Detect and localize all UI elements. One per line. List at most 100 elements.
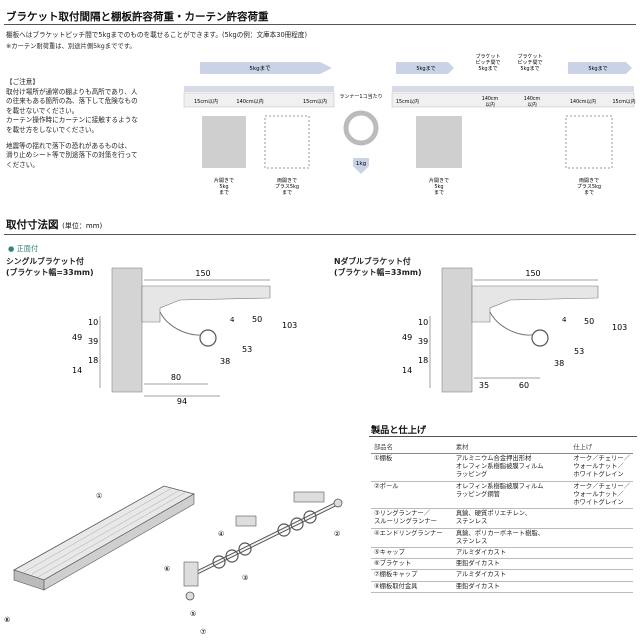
shelf-bar — [392, 86, 634, 92]
callout-8: ⑧ — [4, 616, 10, 624]
load-right-label: プラス5kg — [275, 184, 299, 190]
dim-label: 35 — [479, 381, 489, 390]
table-row: ⑧棚板取付金具 亜鉛ダイカスト — [371, 581, 633, 593]
curtain-right — [264, 115, 310, 169]
curtain-right — [565, 115, 613, 169]
finish-cell: オーク／チェリー／ウォールナット／ホワイトグレイン — [570, 481, 633, 510]
dim-label: 38 — [554, 359, 564, 368]
dim-label: 103 — [282, 321, 297, 330]
finish-cell-line: ウォールナット／ — [573, 490, 624, 498]
callout-6: ⑥ — [164, 565, 170, 573]
load-arrow — [200, 62, 332, 74]
material-cell-line: ラッピング — [455, 471, 488, 479]
wall — [441, 267, 473, 393]
load-diagram-double: 5kgまで ブラケット ピッチ間で 5kgまで ブラケット ピッチ間で 5kgま… — [391, 53, 636, 196]
shelf-span — [391, 92, 635, 108]
table-header: 仕上げ — [570, 440, 633, 454]
finish-cell — [570, 547, 633, 560]
part-cell-line: スルーリングランナー — [374, 518, 437, 526]
caution-title: 【ご注意】 — [6, 78, 39, 86]
dim-label: 39 — [88, 337, 98, 346]
dim-label: 49 — [72, 333, 82, 342]
finish-cell-line: オーク／チェリー／ — [573, 455, 630, 462]
part-cell-line: ⑧棚板取付金具 — [374, 582, 418, 590]
material-cell-line: 真鍮、ポリカーボネート樹脂、 — [455, 529, 544, 537]
table-header: 部品名 — [371, 440, 453, 454]
dim-label: 10 — [88, 318, 98, 327]
load-top-label: ピッチ間で — [517, 60, 542, 66]
dim-label: 150 — [195, 269, 210, 278]
caution-line: ください。 — [6, 160, 39, 169]
material-cell-line: ステンレス — [455, 518, 488, 526]
bracket-shelf — [141, 285, 271, 323]
wall — [111, 267, 143, 393]
load-right-label: まで — [282, 190, 292, 196]
materials-table-wrap: 部品名 素材 仕上げ ①棚板アルミニウム合金押出形材オレフィン系樹脂被膜フィルム… — [371, 440, 633, 593]
load-left-label: 5kg — [434, 184, 443, 190]
shelf-board — [13, 485, 196, 591]
load-left-label: まで — [434, 190, 444, 196]
front-mount-label: 正面付 — [16, 244, 39, 253]
dim-label: 49 — [402, 333, 412, 342]
materials-table: 部品名 素材 仕上げ ①棚板アルミニウム合金押出形材オレフィン系樹脂被膜フィルム… — [371, 440, 633, 593]
diag-left-title2: (ブラケット幅=33mm) — [6, 268, 94, 277]
load-arrow — [568, 62, 632, 74]
table-header: 素材 — [452, 440, 571, 454]
material-cell-line: ラッピング鋼管 — [455, 490, 500, 498]
span-label: 15cm以内 — [612, 98, 635, 105]
load-arrow — [396, 62, 454, 74]
load-diagram-single: 5kgまで 15cm以内 140cm以内 15cm以内 片開きで 5kg まで … — [183, 62, 335, 196]
dim-label: 150 — [525, 269, 540, 278]
front-mount-subtitle: ● 正面付 — [8, 244, 38, 254]
ring-arrow — [353, 158, 369, 174]
load-left-label: 片開きで — [214, 177, 234, 184]
span-label: 15cm以内 — [194, 98, 218, 105]
material-cell: オレフィン系樹脂被膜フィルムラッピング鋼管 — [452, 481, 571, 510]
section2-title: 取付寸法図 (単位：mm) — [6, 217, 102, 232]
caution-block: 【ご注意】 取付け場所が通常の棚よりも高所であり、人 の往来もある箇所の為、落下… — [6, 78, 174, 170]
material-cell: アルミダイカスト — [452, 569, 571, 582]
pole-ring — [531, 329, 549, 347]
load-top-label: ピッチ間で — [475, 60, 500, 66]
part-cell: ⑦棚板キャップ — [371, 569, 453, 582]
dim-label: 4 — [230, 316, 235, 324]
dim-label: 53 — [242, 345, 252, 354]
span-label: 15cm以内 — [396, 98, 419, 105]
part-cell: ④エンドリングランナー — [371, 528, 453, 549]
curtain-left — [202, 116, 246, 168]
section2-unit: (単位：mm) — [62, 222, 103, 230]
material-cell-line: オレフィン系樹脂被膜フィルム — [455, 482, 544, 490]
dim-label: 103 — [612, 323, 627, 332]
span-label: 140cm以内 — [570, 98, 596, 105]
product-exploded-view: ① ② ③ ④ ⑤ ⑥ ⑦ ⑧ — [4, 485, 343, 636]
caution-line: 滑り止めシート等で別途落下の対策を行って — [6, 151, 138, 160]
material-cell-line: アルミダイカスト — [455, 549, 507, 557]
curtain-left — [416, 116, 462, 168]
diag-right-title2: (ブラケット幅=33mm) — [334, 268, 422, 277]
material-cell-line: 亜鉛ダイカスト — [455, 582, 500, 590]
diag-left-title1: シングルブラケット付 — [6, 257, 84, 266]
load-top-label: 5kgまで — [588, 66, 607, 72]
material-cell: 亜鉛ダイカスト — [452, 558, 571, 571]
load-top-label: 5kgまで — [478, 66, 497, 72]
diag-right-title: Nダブルブラケット付 (ブラケット幅=33mm) — [334, 256, 422, 278]
finish-cell: オーク／チェリー／ウォールナット／ホワイトグレイン — [570, 453, 633, 482]
load-top-label: 5kgまで — [416, 66, 435, 72]
callout-5: ⑤ — [190, 610, 196, 618]
finish-cell — [570, 581, 633, 593]
table-row: ⑥ブラケット亜鉛ダイカスト — [371, 558, 633, 571]
caution-line: を載せないでください。 — [6, 106, 79, 115]
finish-cell — [570, 558, 633, 571]
part-cell-line: ②ポール — [374, 482, 399, 490]
table-row: ④エンドリングランナー真鍮、ポリカーボネート樹脂、ステンレス — [371, 528, 633, 549]
part-cell: ⑥ブラケット — [371, 558, 453, 571]
part-cell: ⑤キャップ — [371, 547, 453, 560]
material-cell-line: オレフィン系樹脂被膜フィルム — [455, 463, 544, 471]
diag-left-title: シングルブラケット付 (ブラケット幅=33mm) — [6, 256, 94, 278]
part-cell-line: ③リングランナー／ — [374, 510, 431, 518]
load-right-label: 両開きで — [277, 177, 297, 184]
finish-cell — [570, 528, 633, 549]
ring-icon — [343, 110, 379, 146]
section1-rule — [4, 24, 636, 25]
part-cell: ③リングランナー／スルーリングランナー — [371, 508, 453, 529]
